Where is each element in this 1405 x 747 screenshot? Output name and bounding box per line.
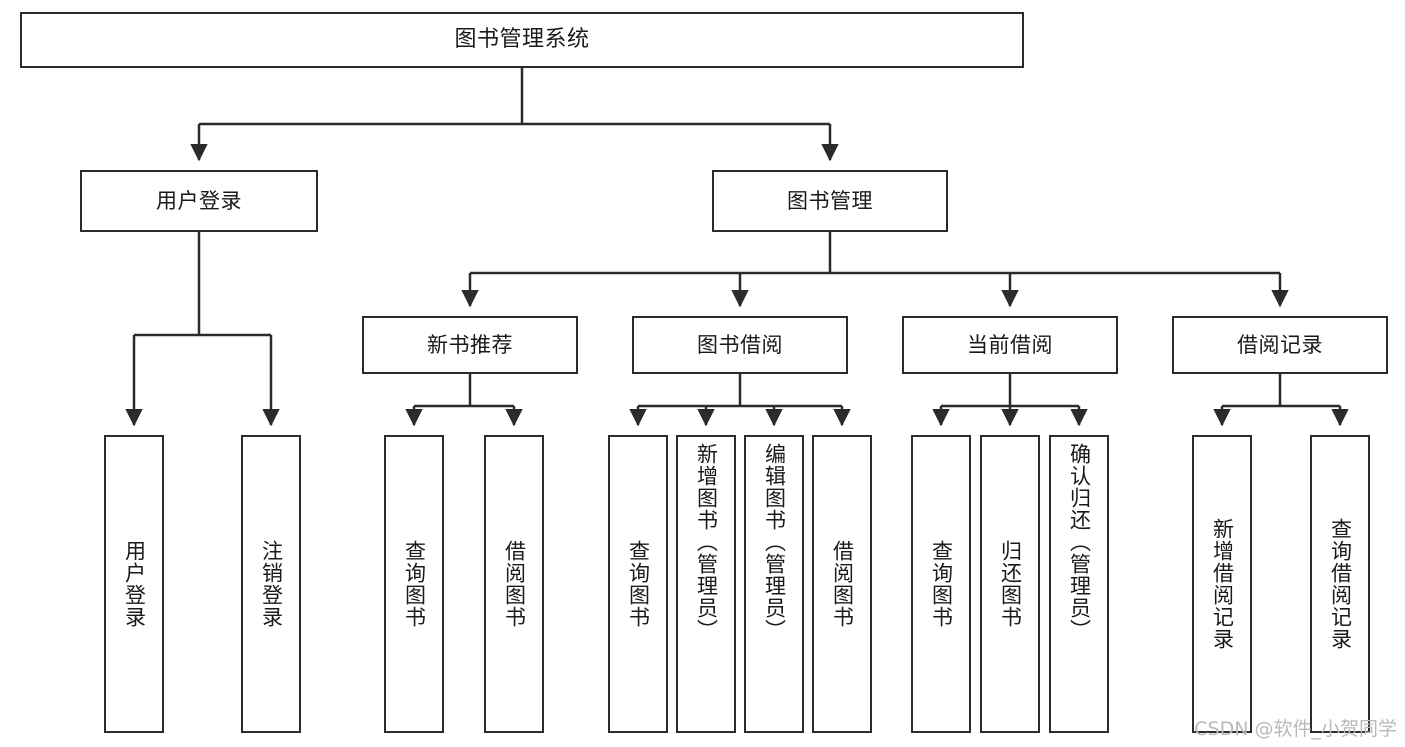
node-leaf-query-book-1[interactable]: 查询图书 bbox=[384, 435, 444, 733]
node-new-book-recommend[interactable]: 新书推荐 bbox=[362, 316, 578, 374]
node-leaf-return-book[interactable]: 归还图书 bbox=[980, 435, 1040, 733]
node-leaf-confirm-return[interactable]: 确认归还（管理员） bbox=[1049, 435, 1109, 733]
node-root-book-system[interactable]: 图书管理系统 bbox=[20, 12, 1024, 68]
node-leaf-add-book[interactable]: 新增图书（管理员） bbox=[676, 435, 736, 733]
node-user-login-label: 用户登录 bbox=[156, 188, 242, 213]
node-leaf-query-book-2-label: 查询图书 bbox=[626, 540, 651, 628]
node-current-borrow-label: 当前借阅 bbox=[967, 332, 1053, 357]
node-current-borrow[interactable]: 当前借阅 bbox=[902, 316, 1118, 374]
node-book-borrow-label: 图书借阅 bbox=[697, 332, 783, 357]
node-leaf-query-book-3[interactable]: 查询图书 bbox=[911, 435, 971, 733]
node-leaf-add-book-label: 新增图书（管理员） bbox=[694, 443, 719, 641]
node-leaf-edit-book-label: 编辑图书（管理员） bbox=[762, 443, 787, 641]
node-book-borrow[interactable]: 图书借阅 bbox=[632, 316, 848, 374]
node-leaf-query-book-3-label: 查询图书 bbox=[929, 540, 954, 628]
node-leaf-borrow-book-2[interactable]: 借阅图书 bbox=[812, 435, 872, 733]
node-borrow-record[interactable]: 借阅记录 bbox=[1172, 316, 1388, 374]
node-leaf-add-record[interactable]: 新增借阅记录 bbox=[1192, 435, 1252, 733]
node-leaf-user-login[interactable]: 用户登录 bbox=[104, 435, 164, 733]
node-leaf-query-record-label: 查询借阅记录 bbox=[1328, 518, 1353, 650]
node-user-login[interactable]: 用户登录 bbox=[80, 170, 318, 232]
node-leaf-user-logout-label: 注销登录 bbox=[259, 540, 284, 628]
node-leaf-return-book-label: 归还图书 bbox=[998, 540, 1023, 628]
node-leaf-edit-book[interactable]: 编辑图书（管理员） bbox=[744, 435, 804, 733]
node-leaf-user-login-label: 用户登录 bbox=[122, 540, 147, 628]
node-root-label: 图书管理系统 bbox=[454, 27, 590, 53]
node-book-manage[interactable]: 图书管理 bbox=[712, 170, 948, 232]
node-leaf-borrow-book-1[interactable]: 借阅图书 bbox=[484, 435, 544, 733]
node-leaf-query-book-2[interactable]: 查询图书 bbox=[608, 435, 668, 733]
node-new-book-recommend-label: 新书推荐 bbox=[427, 332, 513, 357]
node-leaf-query-record[interactable]: 查询借阅记录 bbox=[1310, 435, 1370, 733]
node-borrow-record-label: 借阅记录 bbox=[1237, 332, 1323, 357]
node-leaf-add-record-label: 新增借阅记录 bbox=[1210, 518, 1235, 650]
node-leaf-query-book-1-label: 查询图书 bbox=[402, 540, 427, 628]
node-book-manage-label: 图书管理 bbox=[787, 188, 873, 213]
node-leaf-borrow-book-1-label: 借阅图书 bbox=[502, 540, 527, 628]
node-leaf-confirm-return-label: 确认归还（管理员） bbox=[1067, 443, 1092, 641]
node-leaf-user-logout[interactable]: 注销登录 bbox=[241, 435, 301, 733]
node-leaf-borrow-book-2-label: 借阅图书 bbox=[830, 540, 855, 628]
